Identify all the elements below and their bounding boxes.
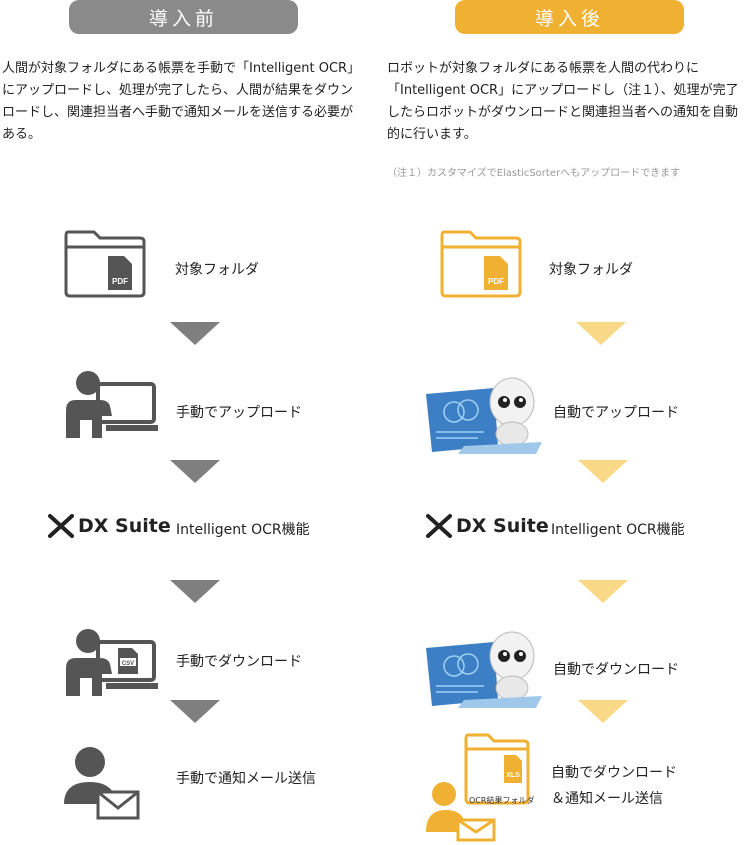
arrow-down-icon	[170, 460, 220, 483]
result-folder-label: OCR結果フォルダ	[469, 796, 535, 805]
person-laptop-icon	[66, 371, 158, 438]
arrow-down-icon	[578, 700, 628, 723]
csv-badge-text: CSV	[122, 661, 134, 667]
after-header: 導入後	[455, 0, 684, 34]
result-folder-xls-icon: XLS	[464, 733, 530, 805]
before-step-download: 手動でダウンロード	[176, 654, 302, 670]
before-step-ocr: Intelligent OCR機能	[176, 522, 310, 538]
person-mail-icon	[426, 782, 496, 842]
person-mail-icon	[64, 747, 140, 820]
person-laptop-csv-icon: CSV	[66, 629, 158, 696]
dx-suite-x-icon	[48, 514, 74, 538]
folder-pdf-icon: PDF	[64, 230, 146, 298]
before-step-upload: 手動でアップロード	[176, 405, 302, 421]
dx-suite-logo: DX Suite	[48, 514, 171, 538]
arrow-down-icon	[170, 322, 220, 345]
robot-computer-icon	[426, 377, 542, 454]
dx-suite-x-icon	[426, 514, 452, 538]
after-step-folder: 対象フォルダ	[549, 262, 633, 278]
robot-computer-icon	[426, 631, 542, 708]
dx-suite-brand-text: DX Suite	[456, 515, 549, 537]
after-step-upload: 自動でアップロード	[553, 405, 679, 421]
dx-suite-logo: DX Suite	[426, 514, 549, 538]
folder-pdf-icon: PDF	[440, 230, 522, 298]
before-header: 導入前	[69, 0, 298, 34]
after-step-notify: 自動でダウンロード ＆通知メール送信	[551, 760, 677, 812]
before-description: 人間が対象フォルダにある帳票を手動で「Intelligent OCR」にアップロ…	[2, 61, 361, 142]
arrow-down-icon	[576, 322, 626, 345]
after-description: ロボットが対象フォルダにある帳票を人間の代わりに「Intelligent OCR…	[387, 61, 739, 142]
arrow-down-icon	[578, 460, 628, 483]
after-step-notify-line2: ＆通知メール送信	[551, 791, 663, 807]
xls-badge-text: XLS	[506, 772, 520, 779]
before-step-folder: 対象フォルダ	[175, 262, 259, 278]
before-step-notify: 手動で通知メール送信	[176, 771, 316, 787]
arrow-down-icon	[170, 580, 220, 603]
after-step-notify-line1: 自動でダウンロード	[551, 765, 677, 781]
pdf-badge-text: PDF	[488, 277, 504, 286]
after-step-ocr: Intelligent OCR機能	[551, 522, 685, 538]
arrow-down-icon	[578, 580, 628, 603]
after-footnote: （注１）カスタマイズでElasticSorterへもアップロードできます	[387, 168, 681, 179]
pdf-badge-text: PDF	[112, 277, 128, 286]
after-step-download: 自動でダウンロード	[553, 662, 679, 678]
dx-suite-brand-text: DX Suite	[78, 515, 171, 537]
arrow-down-icon	[170, 700, 220, 723]
